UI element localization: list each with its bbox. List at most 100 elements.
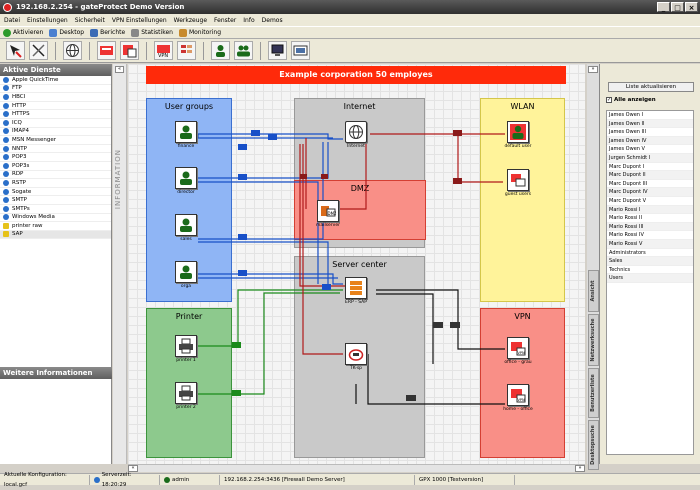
tab-netzwerksuche[interactable]: Netzwerksuche (588, 314, 599, 366)
user-list-item[interactable]: Users (607, 274, 693, 283)
menu-einstellungen[interactable]: Einstellungen (27, 16, 68, 24)
node-printer-2[interactable] (175, 382, 197, 404)
collapse-left-button[interactable]: « (115, 66, 124, 73)
node-sales[interactable] (175, 214, 197, 236)
service-item[interactable]: SAP (0, 230, 111, 240)
user-list-item[interactable]: Mario Rossi I (607, 205, 693, 215)
user-list-item[interactable]: Mario Rossi III (607, 222, 693, 232)
node-guest-users[interactable] (507, 169, 529, 191)
node-orga[interactable] (175, 261, 197, 283)
close-button[interactable]: × (685, 2, 698, 12)
menu-bar: Datei Einstellungen Sicherheit VPN Einst… (0, 14, 700, 26)
maximize-button[interactable]: □ (671, 2, 684, 12)
activate-button[interactable]: Aktivieren (3, 28, 43, 37)
user-list-item[interactable]: James Owen III (607, 128, 693, 137)
node-finance[interactable] (175, 121, 197, 143)
user-list-item[interactable]: Marc Dupont II (607, 171, 693, 180)
refresh-list-button[interactable]: Liste aktualisieren (608, 82, 694, 92)
node-default-user[interactable] (507, 121, 529, 143)
node-office-grau[interactable]: VPN (507, 337, 529, 359)
user-list-item[interactable]: Mario Rossi IV (607, 231, 693, 240)
vpn-tool-button[interactable]: VPN (154, 41, 173, 60)
service-item[interactable]: RSTP (0, 179, 111, 188)
service-item[interactable]: NNTP (0, 145, 111, 154)
user-list-item[interactable]: James Owen IV (607, 136, 693, 146)
group-tool-button[interactable] (234, 41, 253, 60)
show-all-checkbox[interactable]: ✓Alle anzeigen (606, 97, 656, 103)
connection-tool-button[interactable] (29, 41, 48, 60)
server-tool-button[interactable] (120, 41, 139, 60)
user-list-item[interactable]: James Owen V (607, 145, 693, 154)
desktop-button[interactable]: Desktop (49, 28, 84, 37)
menu-fenster[interactable]: Fenster (214, 16, 237, 24)
minimize-button[interactable]: _ (657, 2, 670, 12)
user-tool-button[interactable] (211, 41, 230, 60)
scroll-left-button[interactable]: « (128, 465, 138, 472)
menu-werkzeuge[interactable]: Werkzeuge (173, 16, 208, 24)
menu-datei[interactable]: Datei (4, 16, 21, 24)
service-item[interactable]: SMTPs (0, 205, 111, 214)
scroll-right-button[interactable]: » (575, 465, 585, 472)
service-item[interactable]: printer raw (0, 222, 111, 231)
user-list-item[interactable]: James Owen I (607, 111, 693, 120)
node-director[interactable] (175, 167, 197, 189)
user-list-item[interactable]: James Owen II (607, 119, 693, 129)
service-item[interactable]: Apple QuickTime (0, 76, 111, 85)
collapse-right-button[interactable]: » (588, 66, 598, 73)
service-item[interactable]: HTTPS (0, 110, 111, 119)
user-list-item[interactable]: Marc Dupont III (607, 180, 693, 189)
menu-demos[interactable]: Demos (261, 16, 283, 24)
list-tool-button[interactable] (177, 41, 196, 60)
zone-vpn[interactable]: VPN (480, 308, 565, 458)
user-list-item[interactable]: Jurgen Schmidt I (607, 153, 693, 163)
user-list-item[interactable]: Marc Dupont I (607, 163, 693, 172)
monitor-tool-button[interactable] (268, 41, 287, 60)
zone-dmz[interactable]: DMZ (294, 180, 426, 240)
zone-printer[interactable]: Printer (146, 308, 232, 458)
user-list-item[interactable]: Marc Dupont IV (607, 188, 693, 197)
service-item[interactable]: POP3s (0, 162, 111, 171)
tab-benutzerliste[interactable]: Benutzerliste (588, 368, 599, 418)
user-list-item[interactable]: Marc Dupont V (607, 197, 693, 206)
screen-tool-button[interactable] (291, 41, 310, 60)
service-item[interactable]: MSN Messenger (0, 136, 111, 145)
node-tk-sp[interactable] (345, 343, 367, 365)
tab-desktopsuche[interactable]: Desktopsuche (588, 420, 599, 470)
service-item[interactable]: Windows Media (0, 214, 111, 223)
service-item[interactable]: HBCI (0, 93, 111, 102)
dmz-tool-button[interactable] (97, 41, 116, 60)
user-list-item[interactable]: Technics (607, 266, 693, 275)
reports-button[interactable]: Berichte (90, 28, 125, 37)
service-item[interactable]: HTTP (0, 102, 111, 111)
user-list-item[interactable]: Sales (607, 257, 693, 266)
service-label: IMAP4 (12, 128, 29, 135)
menu-vpn-einstellungen[interactable]: VPN Einstellungen (111, 16, 167, 24)
node-mailserver[interactable]: DMZ (317, 200, 339, 222)
service-item[interactable]: SMTP (0, 196, 111, 205)
service-item[interactable]: ICQ (0, 119, 111, 128)
internet-tool-button[interactable] (63, 41, 82, 60)
statistics-button[interactable]: Statistiken (131, 28, 173, 37)
service-item[interactable]: IMAP4 (0, 128, 111, 137)
zone-server-center-label: Server center (332, 260, 387, 269)
menu-sicherheit[interactable]: Sicherheit (74, 16, 105, 24)
user-list-item[interactable]: Mario Rossi II (607, 214, 693, 223)
user-list-item[interactable]: Mario Rossi V (607, 239, 693, 249)
node-home-office[interactable]: VPN (507, 384, 529, 406)
zone-wlan[interactable]: WLAN (480, 98, 565, 302)
node-internet[interactable] (345, 121, 367, 143)
node-printer-1[interactable] (175, 335, 197, 357)
menu-info[interactable]: Info (243, 16, 255, 24)
service-item[interactable]: POP3 (0, 153, 111, 162)
service-item[interactable]: Sogate (0, 188, 111, 197)
user-list-item[interactable]: Administrators (607, 249, 693, 258)
service-item[interactable]: RDP (0, 171, 111, 180)
pointer-tool-button[interactable] (6, 41, 25, 60)
canvas-horizontal-scrollbar[interactable]: « » (128, 464, 585, 472)
monitoring-button[interactable]: Monitoring (178, 28, 221, 37)
node-erp-sap[interactable] (345, 277, 367, 299)
service-item[interactable]: FTP (0, 85, 111, 94)
tab-ansicht[interactable]: Ansicht (588, 270, 599, 312)
network-diagram-canvas[interactable]: Example corporation 50 employes User gro… (128, 64, 585, 464)
